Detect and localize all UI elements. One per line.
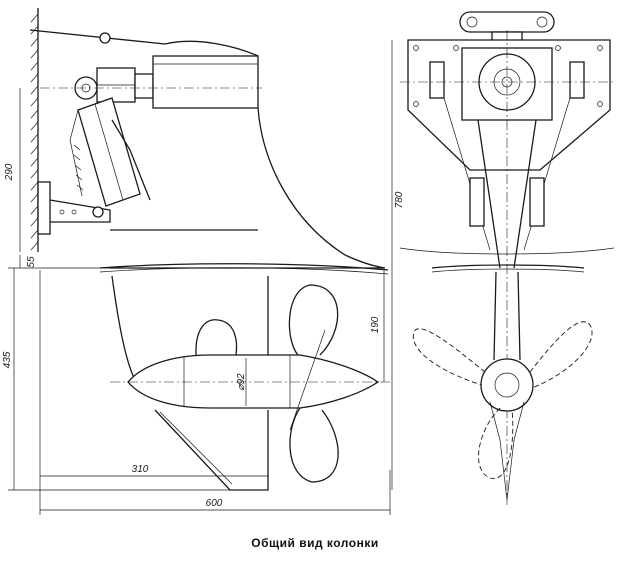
dim-55: 55 (26, 256, 37, 268)
hub-rear (480, 358, 534, 412)
dim-435: 435 (2, 351, 13, 368)
propeller-blade-rear-2 (529, 321, 593, 389)
cable-clamp (99, 32, 111, 44)
dim-600: 600 (206, 498, 223, 509)
leg-front-edge (111, 275, 136, 381)
drawing-caption: Общий вид колонки (251, 536, 379, 550)
propeller-blade-upper (288, 284, 339, 356)
column-body-rear (477, 119, 537, 269)
skeg (154, 409, 269, 491)
propeller-blade-rear-1 (412, 328, 486, 386)
dim-diameter-92: ⌀92 (236, 373, 247, 391)
top-handle (459, 11, 555, 33)
dim-290: 290 (4, 163, 15, 181)
gear-housing-torpedo (127, 354, 380, 409)
pivot-bolt (92, 206, 104, 218)
dim-190: 190 (370, 316, 381, 333)
propeller-blade-rear-3 (478, 407, 514, 479)
transom-wall (30, 8, 39, 252)
dim-310: 310 (132, 464, 149, 475)
control-cable (29, 29, 166, 45)
lower-bracket (49, 199, 111, 223)
mount-plate (37, 181, 51, 235)
cavitation-plate-rear (431, 264, 585, 269)
drive-leg-outline (110, 40, 386, 269)
rear-view (399, 11, 615, 505)
cavitation-plate (99, 263, 389, 271)
dim-780: 780 (394, 191, 405, 208)
upper-gearbox (152, 55, 259, 109)
side-view (8, 8, 393, 515)
propeller-blade-lower (289, 407, 339, 483)
